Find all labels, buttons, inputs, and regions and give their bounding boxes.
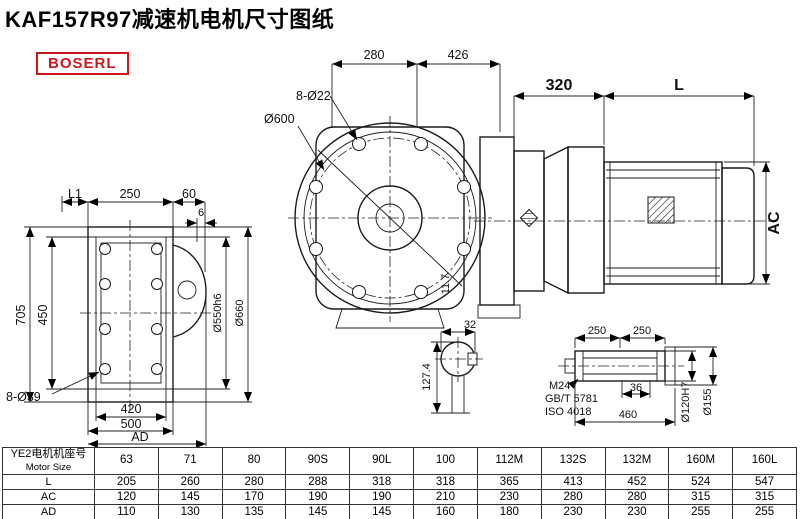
dim-60: 60 <box>182 187 196 201</box>
size-col: 132S <box>540 447 606 475</box>
cell-AC: 315 <box>732 489 797 505</box>
cell-L: 547 <box>732 474 797 490</box>
dim-AD: AD <box>131 430 148 444</box>
cell-AC: 315 <box>668 489 734 505</box>
cell-L: 288 <box>285 474 351 490</box>
dim-d660: Ø660 <box>234 300 246 327</box>
dim-d550h6: Ø550h6 <box>212 293 224 332</box>
size-col: 90S <box>285 447 351 475</box>
dim-250-side: 250 <box>120 187 141 201</box>
brand-logo: BOSERL <box>36 52 129 75</box>
dim-11-7: 11.7 <box>440 274 452 295</box>
dim-280: 280 <box>364 48 385 62</box>
cell-L: 205 <box>94 474 159 490</box>
size-col: 90L <box>349 447 415 475</box>
cell-AC: 120 <box>94 489 159 505</box>
motor-size-table: YE2电机机座号 Motor Size 63 71 80 90S 90L 100… <box>2 447 797 519</box>
cell-AC: 190 <box>349 489 415 505</box>
cell-L: 280 <box>221 474 287 490</box>
cell-AD: 255 <box>732 504 797 519</box>
dim-420: 420 <box>121 402 142 416</box>
dim-460: 460 <box>619 409 637 421</box>
table-row-AD: AD 110 130 135 145 145 160 180 230 230 2… <box>2 504 797 519</box>
dim-d600: Ø600 <box>264 112 295 126</box>
cell-L: 318 <box>413 474 478 490</box>
cell-AC: 210 <box>413 489 478 505</box>
label-iso-4018: ISO 4018 <box>545 406 591 418</box>
dim-36: 36 <box>630 382 642 394</box>
cell-L: 318 <box>349 474 415 490</box>
cell-L: 524 <box>668 474 734 490</box>
cell-L: 452 <box>604 474 670 490</box>
cell-AC: 280 <box>540 489 606 505</box>
table-header-motor-size: YE2电机机座号 Motor Size <box>2 447 95 475</box>
dim-6: 6 <box>198 207 204 219</box>
technical-drawing: 280 426 8-Ø22 Ø600 11.7 <box>6 48 783 447</box>
size-col: 80 <box>221 447 287 475</box>
cell-AD: 180 <box>476 504 542 519</box>
cell-AD: 160 <box>413 504 478 519</box>
row-label-AC: AC <box>2 489 95 505</box>
dim-426: 426 <box>448 48 469 62</box>
cell-AC: 145 <box>157 489 223 505</box>
dim-320: 320 <box>546 77 573 94</box>
dim-250a: 250 <box>588 325 606 337</box>
dim-L1: L1 <box>68 187 82 201</box>
size-col: 160L <box>732 447 797 475</box>
table-row-L: L 205 260 280 288 318 318 365 413 452 52… <box>2 474 797 490</box>
cell-L: 413 <box>540 474 606 490</box>
header-en: Motor Size <box>25 461 72 473</box>
dim-705: 705 <box>14 305 28 326</box>
dim-450: 450 <box>36 305 50 326</box>
cell-AD: 130 <box>157 504 223 519</box>
size-col: 132M <box>604 447 670 475</box>
cell-L: 365 <box>476 474 542 490</box>
page-title: KAF157R97减速机电机尺寸图纸 <box>5 7 335 32</box>
front-view: 280 426 8-Ø22 Ø600 11.7 <box>264 48 501 329</box>
table-header-row: YE2电机机座号 Motor Size 63 71 80 90S 90L 100… <box>2 447 797 475</box>
dim-AC: AC <box>766 211 783 235</box>
dim-250b: 250 <box>633 325 651 337</box>
shaft-section-view: 32 127.4 <box>421 319 483 414</box>
dim-32: 32 <box>464 319 476 331</box>
dim-8d39: 8-Ø39 <box>6 390 41 404</box>
row-label-AD: AD <box>2 504 95 519</box>
dim-d120h7: Ø120H7 <box>680 382 692 423</box>
dim-127-4: 127.4 <box>421 363 433 391</box>
dim-L: L <box>674 77 684 94</box>
shaft-detail-view: 250 250 M24 GB/T 5781 ISO 4018 36 460 Ø1… <box>545 325 717 426</box>
cell-AC: 280 <box>604 489 670 505</box>
cell-AC: 170 <box>221 489 287 505</box>
cell-AD: 145 <box>349 504 415 519</box>
label-m24: M24 <box>549 380 570 392</box>
size-col: 71 <box>157 447 223 475</box>
row-label-L: L <box>2 474 95 490</box>
cell-AD: 255 <box>668 504 734 519</box>
size-col: 100 <box>413 447 478 475</box>
dim-d155: Ø155 <box>702 389 714 416</box>
size-col: 112M <box>476 447 542 475</box>
cell-AC: 230 <box>476 489 542 505</box>
motor-view: 320 L AC <box>474 77 783 319</box>
cell-AD: 110 <box>94 504 159 519</box>
header-cn: YE2电机机座号 <box>10 448 87 461</box>
cell-L: 260 <box>157 474 223 490</box>
size-col: 160M <box>668 447 734 475</box>
label-gbt-5781: GB/T 5781 <box>545 393 598 405</box>
dim-8d22: 8-Ø22 <box>296 89 331 103</box>
size-col: 63 <box>94 447 159 475</box>
cell-AC: 190 <box>285 489 351 505</box>
side-view: L1 250 60 6 705 450 8-Ø39 420 <box>6 187 252 447</box>
dim-500: 500 <box>121 417 142 431</box>
table-row-AC: AC 120 145 170 190 190 210 230 280 280 3… <box>2 489 797 505</box>
cell-AD: 145 <box>285 504 351 519</box>
cell-AD: 230 <box>540 504 606 519</box>
cell-AD: 135 <box>221 504 287 519</box>
cell-AD: 230 <box>604 504 670 519</box>
